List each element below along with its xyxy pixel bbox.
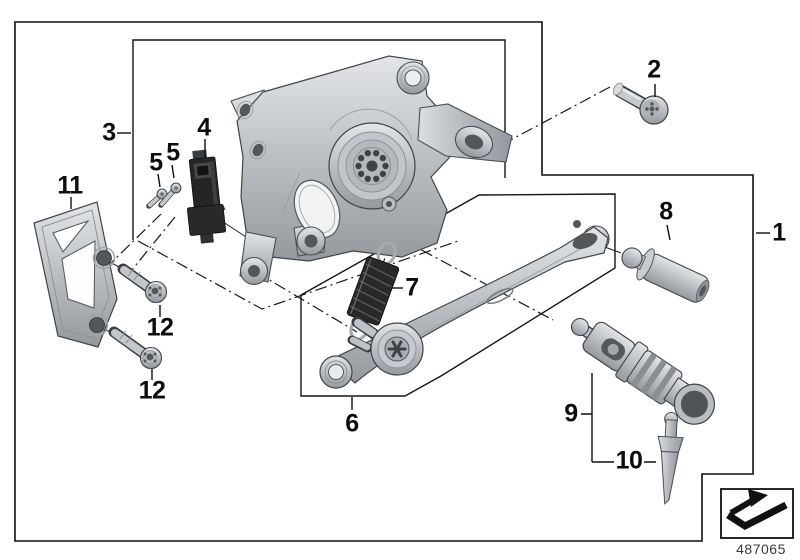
part-8-bearing-bolt	[621, 247, 710, 303]
part-9-footpeg	[570, 317, 716, 425]
callout-10-10: 10	[615, 446, 643, 475]
icon-box	[720, 488, 794, 539]
part-11-heel-guard	[33, 201, 118, 348]
callout-12-13: 12	[138, 376, 166, 405]
callout-1-0: 1	[772, 218, 786, 247]
callout-5-4: 5	[149, 148, 163, 177]
screw-12a	[117, 263, 168, 304]
part-4-gear-sensor	[187, 149, 226, 244]
callout-8-8: 8	[659, 197, 673, 226]
callout-5-5: 5	[166, 138, 180, 167]
part-number: 487065	[736, 541, 786, 557]
callout-7-7: 7	[405, 273, 419, 302]
part-6-shift-lever	[319, 220, 610, 389]
callout-12-12: 12	[146, 313, 174, 342]
subassembly-box-part-6	[300, 193, 616, 397]
callout-4-3: 4	[197, 113, 211, 142]
screw-12b	[108, 326, 163, 370]
callout-11-11: 11	[57, 171, 83, 200]
snap-fit-arrow-icon	[726, 489, 788, 531]
part-12-screws	[108, 263, 168, 370]
assembly-outline-part-1	[14, 21, 754, 542]
callout-3-2: 3	[102, 118, 116, 147]
callout-leaders	[70, 84, 770, 463]
subassembly-box-part-3	[132, 39, 506, 240]
part-5-screws	[146, 182, 182, 209]
part-2-screw	[612, 82, 669, 125]
part-3-footrest-bracket	[230, 55, 513, 286]
callout-6-6: 6	[345, 409, 359, 438]
part-10-cone-pin	[657, 412, 684, 505]
callout-2-1: 2	[647, 55, 661, 84]
callout-9-9: 9	[564, 399, 578, 428]
